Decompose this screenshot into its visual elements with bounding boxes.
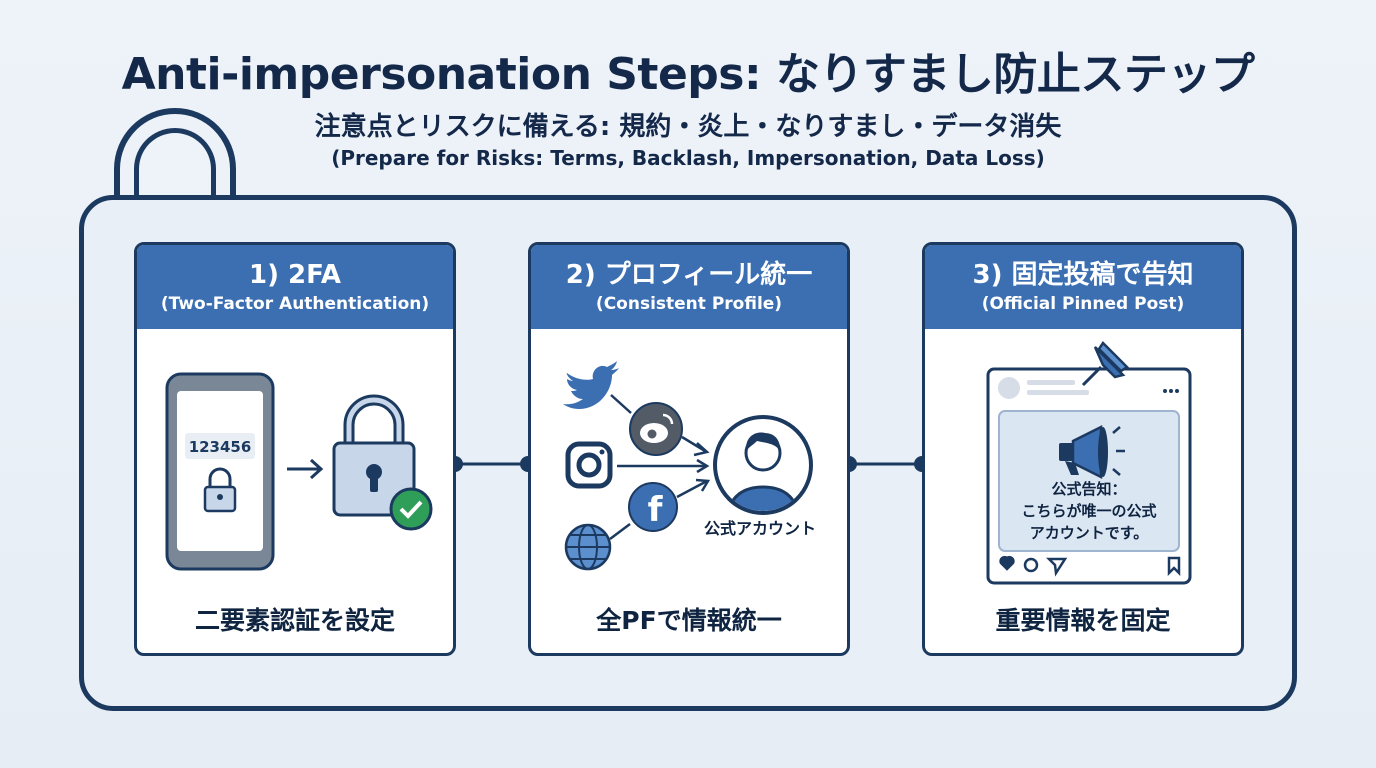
post-mockup xyxy=(986,367,1192,585)
svg-text:f: f xyxy=(648,490,664,530)
arrow-right-icon xyxy=(287,458,324,480)
step-card-pinned-post: 3) 固定投稿で告知 (Official Pinned Post) xyxy=(922,242,1244,656)
page-subtitle: 注意点とリスクに備える: 規約・炎上・なりすまし・データ消失 xyxy=(314,112,1062,142)
megaphone-icon xyxy=(1059,424,1125,480)
heart-icon xyxy=(999,555,1015,571)
step-card-2fa: 1) 2FA (Two-Factor Authentication) 12345… xyxy=(134,242,456,656)
step-title: 3) 固定投稿で告知 xyxy=(972,260,1194,290)
post-text-line: こちらが唯一の公式 xyxy=(1021,502,1156,520)
smartphone-icon xyxy=(165,372,275,571)
comment-icon xyxy=(1023,557,1039,573)
step-card-header: 2) プロフィール統一 (Consistent Profile) xyxy=(531,245,847,329)
step-caption: 全PFで情報統一 xyxy=(596,606,782,635)
page-title: Anti-impersonation Steps: なりすまし防止ステップ xyxy=(121,49,1255,100)
step-illustration-pinned: 公式告知： こちらが唯一の公式 アカウントです。 xyxy=(986,341,1192,585)
weibo-icon xyxy=(629,402,683,456)
page-subtitle-english: (Prepare for Risks: Terms, Backlash, Imp… xyxy=(331,146,1045,170)
step-illustration-profile: f 公式アカウント xyxy=(563,361,816,571)
step-subtitle: (Official Pinned Post) xyxy=(981,294,1185,314)
official-account-label: 公式アカウント xyxy=(704,519,816,538)
post-text-line: アカウントです。 xyxy=(1030,524,1149,542)
step-card-header: 3) 固定投稿で告知 (Official Pinned Post) xyxy=(925,245,1241,329)
post-text-line: 公式告知： xyxy=(1051,480,1126,498)
small-padlock-icon xyxy=(203,467,237,513)
step-subtitle: (Consistent Profile) xyxy=(595,294,783,314)
step-title: 2) プロフィール統一 xyxy=(565,260,813,290)
padlock-shackle-icon xyxy=(114,108,236,228)
step-illustration-2fa: 123456 xyxy=(165,372,433,571)
facebook-icon: f xyxy=(628,482,678,532)
pushpin-icon xyxy=(1081,341,1129,387)
user-avatar-icon xyxy=(713,415,813,515)
step-caption: 二要素認証を設定 xyxy=(194,606,395,635)
twitter-bird-icon xyxy=(563,361,619,409)
profile-arrows xyxy=(609,394,711,540)
post-actions xyxy=(999,555,1181,577)
step-card-profile: 2) プロフィール統一 (Consistent Profile) f xyxy=(528,242,850,656)
share-icon xyxy=(1045,557,1068,577)
globe-icon xyxy=(564,523,612,571)
step-caption: 重要情報を固定 xyxy=(995,606,1171,635)
step-card-header: 1) 2FA (Two-Factor Authentication) xyxy=(137,245,453,329)
step-title: 1) 2FA xyxy=(248,260,341,290)
instagram-icon xyxy=(565,441,613,489)
bookmark-icon xyxy=(1167,556,1181,577)
step-subtitle: (Two-Factor Authentication) xyxy=(160,294,430,314)
check-icon xyxy=(389,487,433,531)
otp-code: 123456 xyxy=(189,438,252,456)
